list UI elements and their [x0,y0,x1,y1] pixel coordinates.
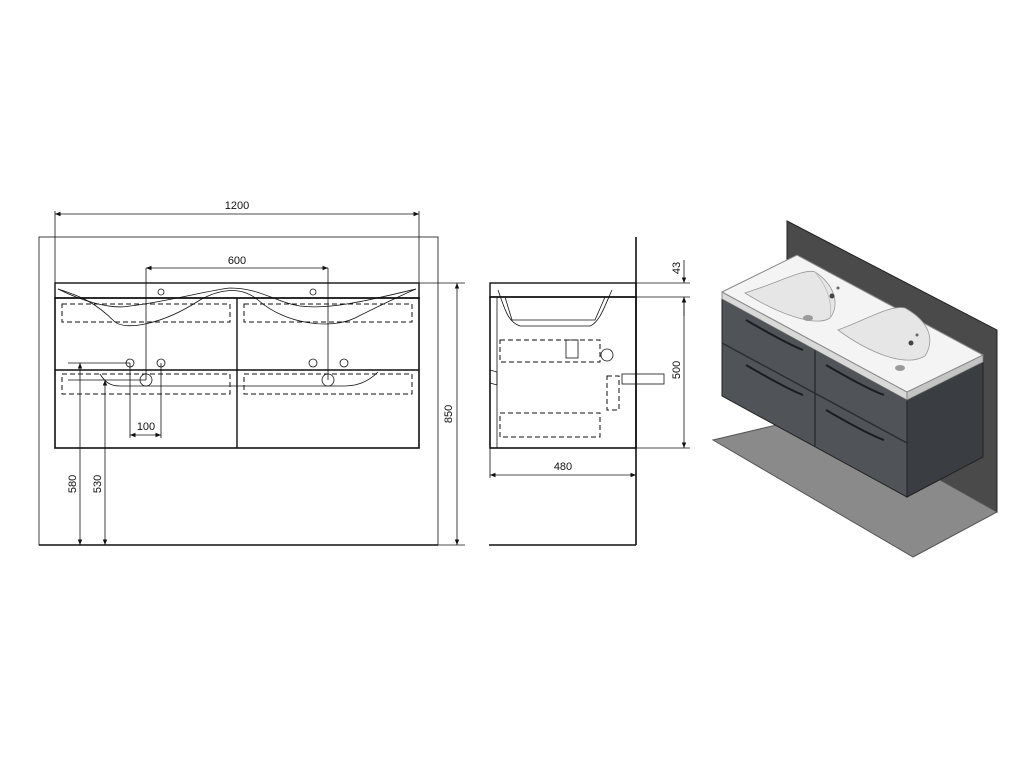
side-view: 480 43 500 [489,237,690,546]
side-basin-inner [504,296,606,321]
render-overflow-left [836,286,840,290]
dim-530-label: 530 [92,475,104,493]
front-basin-top-profile [57,287,417,308]
side-basin-profile [497,289,613,327]
isometric-render [711,220,999,558]
front-tap-hole-right [309,288,317,296]
render-handle-tr [825,364,885,396]
dim-100-label: 100 [137,421,155,433]
side-hidden-drawer-top [499,339,601,363]
render-overflow-right [915,333,919,337]
dim-43-label: 43 [671,262,683,274]
front-view: 1200 600 100 580 530 850 [38,200,465,546]
render-drain-right [895,365,905,371]
side-siphon-top [565,339,579,359]
render-handle-br [825,409,885,441]
front-basin-bottom-profile [57,288,417,327]
render-handle-tl [745,319,804,351]
render-basin-right [837,307,931,361]
dim-850-label: 850 [443,405,455,423]
render-basin-left [744,270,836,322]
side-cabinet-body [489,296,637,449]
dim-600-label: 600 [228,255,246,267]
side-hidden-drawer-bottom [499,412,601,438]
render-tap-hole-left [829,293,835,299]
render-tap-hole-right [908,340,914,346]
dim-480-label: 480 [554,461,572,473]
front-inlet-right-2 [339,358,349,368]
render-basin-left-shadow [814,271,832,319]
side-siphon-outlet [600,348,614,362]
side-countertop [489,282,637,298]
render-handle-bl [745,364,804,396]
dim-500-label: 500 [671,361,683,379]
front-tap-hole-left [157,288,165,296]
side-drain-pipe [621,373,665,385]
side-handle-groove [489,369,498,386]
side-siphon-body [606,375,620,411]
dim-1200-label: 1200 [225,200,249,212]
dim-580-label: 580 [67,475,79,493]
front-inlet-right-1 [308,358,318,368]
render-drain-left [803,315,813,321]
